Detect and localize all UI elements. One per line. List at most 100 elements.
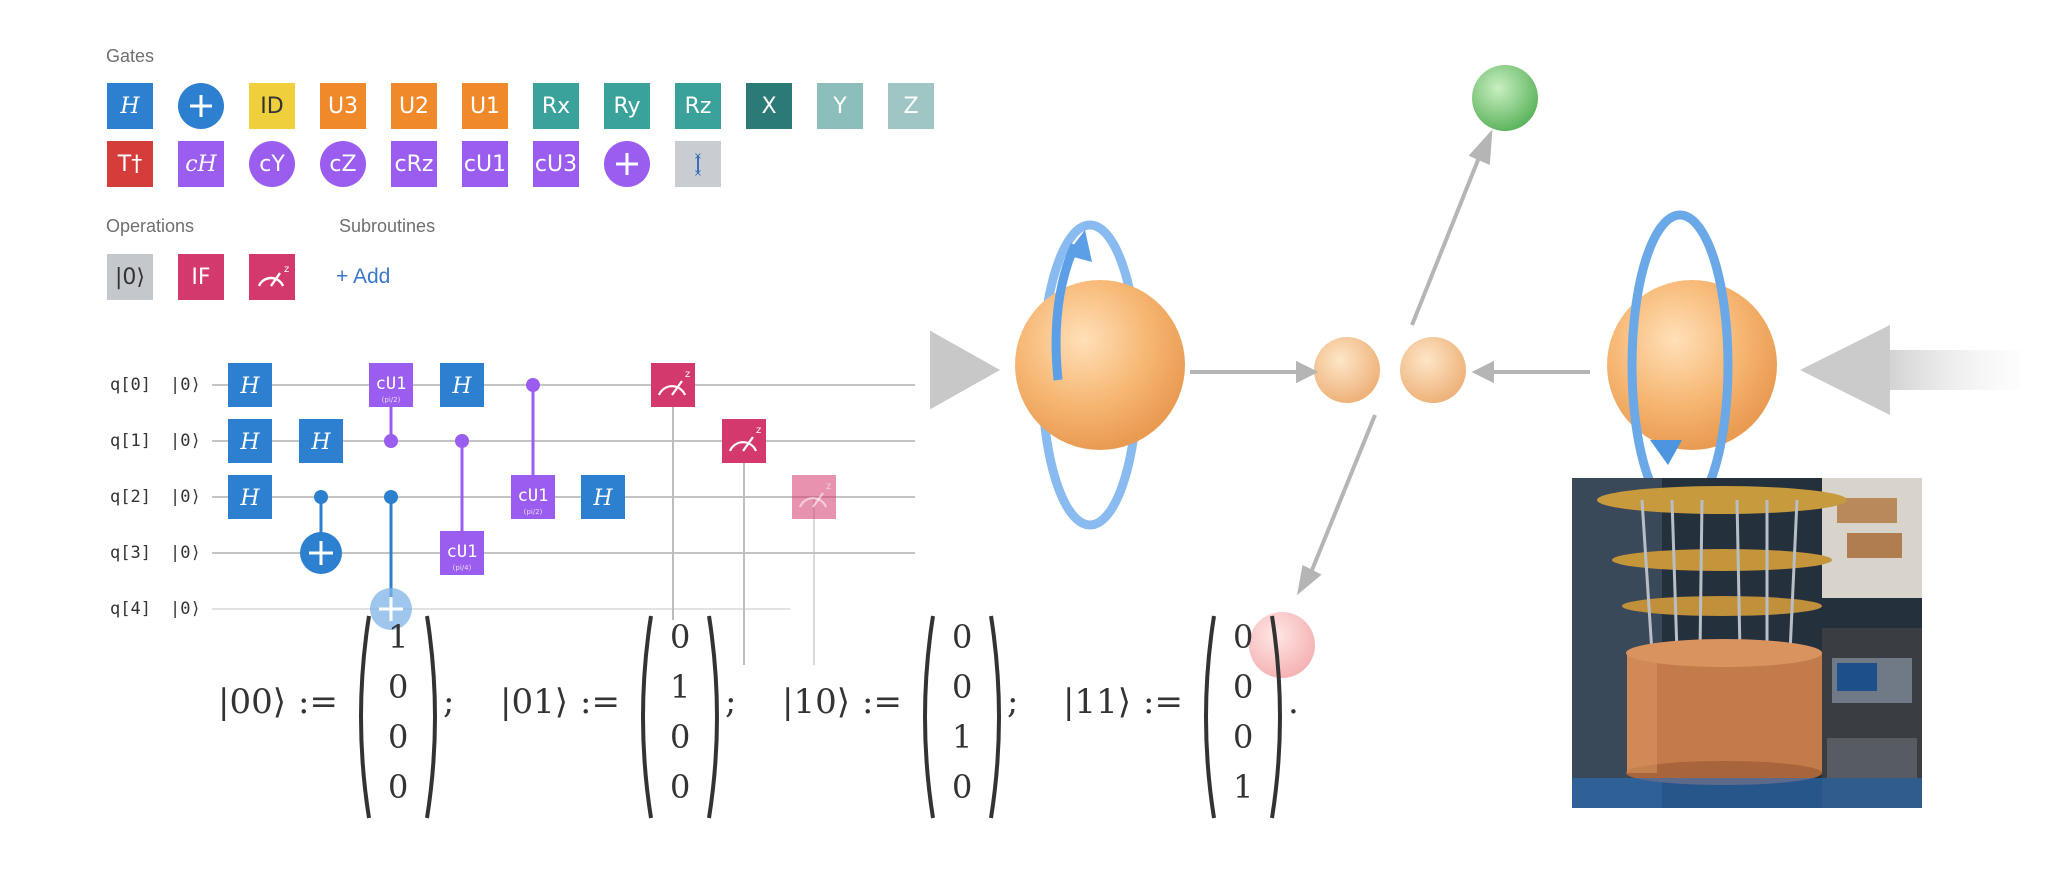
gate-label: cU3: [534, 151, 578, 177]
qubit-initial-state: |0⟩: [170, 543, 201, 563]
vector-entry: 0: [670, 718, 691, 756]
gate-crz[interactable]: cRz: [391, 141, 437, 187]
gate-label: |0⟩: [115, 264, 145, 290]
h-gate-label: H: [239, 430, 260, 455]
gate-label: U3: [327, 93, 359, 119]
column-vector-brackets: [359, 615, 437, 819]
gate-cu3[interactable]: cU3: [533, 141, 579, 187]
gate-rx[interactable]: Rx: [533, 83, 579, 129]
h-gate-label: H: [310, 430, 331, 455]
gate-label: Rx: [541, 93, 571, 119]
gate-0[interactable]: |0⟩: [107, 254, 153, 300]
vector-entry: 0: [952, 668, 973, 706]
gate-h[interactable]: H: [107, 83, 153, 129]
gate-label: cY: [259, 151, 285, 177]
gate-y[interactable]: Y: [817, 83, 863, 129]
equation-separator: ;: [725, 682, 737, 722]
vector-entry: 0: [388, 718, 409, 756]
gate-if[interactable]: IF: [178, 254, 224, 300]
gate-ry[interactable]: Ry: [604, 83, 650, 129]
svg-text:z: z: [284, 264, 289, 275]
gate-u2[interactable]: U2: [391, 83, 437, 129]
measure-operation[interactable]: z: [249, 254, 295, 300]
red-particle: [1249, 612, 1315, 678]
gate-cu1[interactable]: cU1: [462, 141, 508, 187]
svg-text:×: ×: [694, 151, 702, 162]
vector-entry: 0: [952, 768, 973, 806]
gate-u3[interactable]: U3: [320, 83, 366, 129]
control-dot: [455, 434, 469, 448]
qubit-initial-state: |0⟩: [170, 431, 201, 451]
gate-rz[interactable]: Rz: [675, 83, 721, 129]
green-particle: [1472, 65, 1538, 131]
gate-x[interactable]: X: [746, 83, 792, 129]
gate-cy[interactable]: cY: [249, 141, 295, 187]
vector-entry: 0: [1233, 668, 1254, 706]
left-proton-sphere: [1015, 220, 1185, 530]
add-subroutine-link[interactable]: + Add: [336, 265, 391, 288]
vector-entry: 0: [1233, 718, 1254, 756]
basis-ket: |10⟩: [782, 682, 850, 722]
qubit-label: q[1]: [110, 431, 151, 451]
measure-gate[interactable]: [722, 419, 766, 463]
cu1-gate[interactable]: [511, 475, 555, 519]
gate-label: cRz: [394, 151, 434, 177]
gate-t[interactable]: T†: [107, 141, 153, 187]
h-gate[interactable]: [299, 419, 343, 463]
vector-entry: 0: [388, 668, 409, 706]
h-gate[interactable]: [581, 475, 625, 519]
subroutines-section-label: Subroutines: [339, 216, 436, 236]
cu1-gate[interactable]: [440, 531, 484, 575]
measure-needle: [812, 492, 824, 508]
measure-z-label: z: [826, 481, 831, 492]
measure-icon: [798, 497, 828, 508]
gate-label: Y: [833, 93, 847, 119]
control-dot: [314, 490, 328, 504]
h-gate[interactable]: [440, 363, 484, 407]
gate-label: IF: [191, 264, 211, 290]
qubit-label: q[0]: [110, 375, 151, 395]
h-gate-label: H: [239, 374, 260, 399]
gate-id[interactable]: ID: [249, 83, 295, 129]
gate-ch[interactable]: cH: [178, 141, 224, 187]
vector-entry: 1: [1233, 768, 1254, 806]
measure-gate[interactable]: [651, 363, 695, 407]
vector-entry: 0: [670, 768, 691, 806]
h-gate-label: H: [592, 486, 613, 511]
measure-icon: z: [257, 264, 289, 287]
h-gate-label: H: [451, 374, 472, 399]
swap-gate[interactable]: ××: [675, 141, 721, 187]
cu1-gate[interactable]: [369, 363, 413, 407]
gate-cz[interactable]: cZ: [320, 141, 366, 187]
qubit-initial-state: |0⟩: [170, 375, 201, 395]
cu1-gate-label: cU1: [518, 486, 549, 506]
cu1-param-label: (pi/2): [382, 396, 401, 404]
gate-u1[interactable]: U1: [462, 83, 508, 129]
h-gate[interactable]: [228, 419, 272, 463]
gate-z[interactable]: Z: [888, 83, 934, 129]
h-gate[interactable]: [228, 363, 272, 407]
measure-needle: [742, 436, 754, 452]
control-dot: [384, 434, 398, 448]
gate-label: H: [120, 93, 140, 119]
vector-entry: 0: [1233, 618, 1254, 656]
right-incoming-arrow: [1800, 325, 2020, 415]
small-sphere-right: [1400, 337, 1466, 403]
gate-label: ID: [260, 93, 284, 119]
qubit-label: q[4]: [110, 599, 151, 619]
vector-entry: 0: [952, 618, 973, 656]
cryostat-illustration: [1572, 478, 1922, 808]
gate-label: Ry: [613, 93, 641, 119]
plus-icon: [190, 95, 212, 117]
gate-plus[interactable]: [604, 141, 650, 187]
h-gate[interactable]: [228, 475, 272, 519]
measure-z-label: z: [685, 369, 690, 380]
gate-label: T†: [117, 151, 143, 177]
column-vector-brackets: [1204, 615, 1282, 819]
measure-gate[interactable]: [792, 475, 836, 519]
cu1-param-label: (pi/2): [524, 508, 543, 516]
gate-plus[interactable]: [178, 83, 224, 129]
vector-entry: 0: [388, 768, 409, 806]
